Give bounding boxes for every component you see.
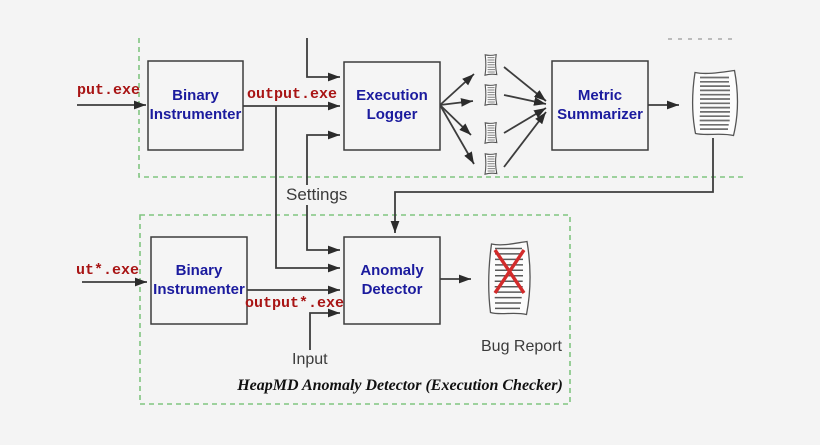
bug-report-label: Bug Report: [481, 338, 562, 355]
logger-fanout-arrow-2: [439, 98, 474, 107]
input-label: Input: [292, 351, 328, 368]
metric-summarizer-line1: Metric: [577, 86, 623, 104]
anomaly-detector-line1: Anomaly: [360, 261, 424, 279]
output-exe-bottom-label: output*.exe: [245, 295, 345, 312]
logs-to-summarizer-arrow-4: [503, 111, 547, 168]
execution-log-icon-4: [484, 153, 498, 175]
bug-report-icon: [488, 240, 531, 316]
logger-fanout-arrow-4: [439, 104, 475, 165]
metrics-feedback-line: [390, 138, 714, 233]
execution-log-icon-1: [484, 54, 498, 76]
execution-log-icon-2: [484, 84, 498, 106]
execution-log-icon-3: [484, 122, 498, 144]
binary-instrumenter-top-box: [147, 60, 244, 151]
logs-to-summarizer-arrow-2: [503, 94, 547, 106]
binary-instrumenter-bottom-box: [150, 236, 248, 325]
anomaly-detector-box: [343, 236, 441, 325]
binary-instrumenter-top-label: Binary Instrumenter: [148, 61, 243, 150]
input-line-to-detector: [309, 308, 340, 350]
binary-instrumenter-bottom-line2: Instrumenter: [153, 280, 245, 298]
binary-instrumenter-bottom-line1: Binary: [175, 261, 223, 279]
logger-fanout-arrow-3: [439, 104, 472, 136]
metric-summary-report-icon: [691, 69, 739, 137]
anomaly-detector-section-border: [139, 214, 571, 405]
figure-caption: HeapMD Anomaly Detector (Execution Check…: [237, 377, 563, 394]
settings-label: Settings: [283, 185, 351, 206]
metric-summarizer-line2: Summarizer: [557, 105, 643, 123]
input-exe-top-label: put.exe: [77, 82, 141, 99]
logger-fanout-arrow-1: [439, 73, 475, 106]
anomaly-detector-line2: Detector: [361, 280, 423, 298]
binary-instrumenter-top-line2: Instrumenter: [149, 105, 242, 123]
binary-instrumenter-bottom-label: Binary Instrumenter: [151, 237, 247, 324]
red-cross-icon: [493, 249, 526, 294]
metric-summarizer-box: [551, 60, 649, 151]
execution-logger-box: [343, 61, 441, 151]
output-exe-top-label: output.exe: [247, 86, 338, 103]
logs-to-summarizer-arrow-1: [503, 66, 547, 102]
binary-instrumenter-top-line1: Binary: [172, 86, 219, 104]
execution-logger-line2: Logger: [366, 106, 418, 123]
metric-computation-section-border: [138, 38, 743, 178]
input-exe-bottom-label: ut*.exe: [76, 262, 140, 279]
execution-logger-label: Execution Logger: [344, 62, 440, 150]
metric-summarizer-label: Metric Summarizer: [552, 61, 648, 150]
top-input-to-logger: [306, 38, 340, 82]
anomaly-detector-label: Anomaly Detector: [344, 237, 440, 324]
output-exe-branch-to-detector: [275, 106, 340, 273]
execution-logger-line1: Execution: [356, 87, 428, 105]
